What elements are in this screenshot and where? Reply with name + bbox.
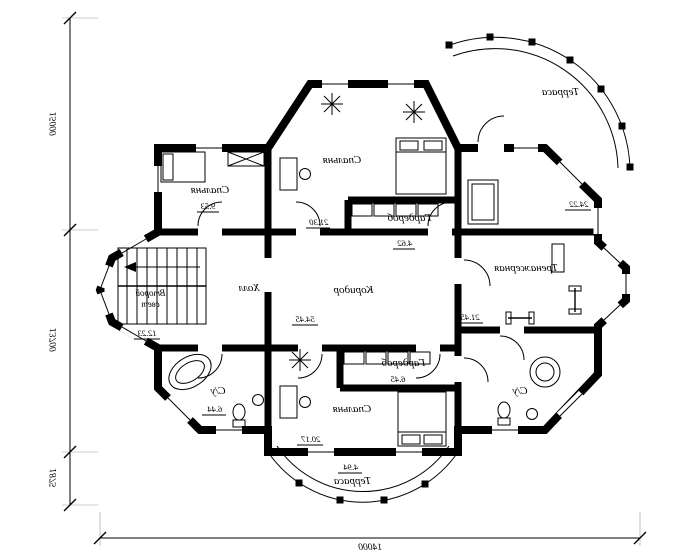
room-label-terrace-bottom: Терраса bbox=[333, 475, 371, 487]
dimension-extensions bbox=[62, 17, 641, 546]
desk-icon bbox=[279, 385, 311, 419]
door-swing-arcs bbox=[197, 115, 525, 383]
room-label-bedroom-bottom: Спальня bbox=[333, 403, 372, 415]
barbell-icon bbox=[568, 285, 582, 315]
room-label-bedroom-top: Спальня bbox=[323, 154, 362, 166]
terrace-bottom-colonnade bbox=[267, 445, 459, 504]
area-bedroom-top: 21.30 bbox=[308, 217, 328, 227]
column-icons bbox=[295, 479, 429, 504]
exercise-bench-icon bbox=[551, 243, 565, 273]
dimension-labels: 15000 13700 1875 14000 bbox=[49, 112, 382, 553]
dim-horizontal-bottom: 14000 bbox=[358, 543, 382, 553]
staircase-icon bbox=[117, 247, 207, 325]
area-bath-left: 6.44 bbox=[207, 404, 223, 414]
plant-icon bbox=[403, 101, 425, 123]
wardrobe-icon bbox=[227, 151, 265, 167]
toilet-icon bbox=[497, 401, 511, 426]
bathtub-icon bbox=[168, 353, 212, 391]
room-label-gym: Тренажерная bbox=[494, 262, 558, 274]
dimension-lines bbox=[63, 11, 647, 545]
bed-icon bbox=[397, 391, 447, 447]
barbell-icon bbox=[505, 311, 535, 325]
desk-icon bbox=[279, 157, 311, 191]
cabinet-icon bbox=[343, 351, 431, 365]
area-right-top-room: 24.22 bbox=[568, 199, 588, 209]
sink-icon bbox=[526, 408, 538, 420]
bed-icon bbox=[160, 151, 206, 183]
column-icons bbox=[445, 33, 634, 171]
area-gym: 21.45 bbox=[460, 312, 479, 322]
toilet-icon bbox=[232, 403, 246, 428]
room-label-void-line1: Второй bbox=[135, 288, 166, 298]
plant-icon bbox=[321, 93, 343, 115]
room-labels: Терраса Спальня Спальня Гардероб Холл Вт… bbox=[135, 86, 579, 487]
area-wardrobe-top: 4.62 bbox=[397, 238, 413, 248]
room-label-bedroom-left: Спальня bbox=[191, 184, 230, 196]
bed-icon bbox=[395, 137, 447, 195]
room-label-wardrobe-top: Гардероб bbox=[387, 212, 432, 224]
dim-vertical-top: 15000 bbox=[49, 112, 59, 136]
furniture bbox=[160, 93, 582, 447]
area-bedroom-bottom: 20.17 bbox=[300, 434, 320, 444]
room-label-bath-left: С/у bbox=[210, 385, 225, 397]
room-label-wardrobe-bottom: Гардероб bbox=[381, 357, 426, 369]
area-corridor: 54.45 bbox=[295, 314, 314, 324]
room-label-terrace-top: Терраса bbox=[541, 86, 579, 98]
room-label-bath-right: С/у bbox=[512, 385, 527, 397]
dim-vertical-middle: 13700 bbox=[49, 328, 59, 352]
door-openings bbox=[198, 142, 524, 382]
plant-icon bbox=[289, 349, 311, 371]
area-bedroom-left: 9.53 bbox=[201, 201, 216, 211]
room-label-void-line2: свет bbox=[141, 299, 160, 309]
billiard-table-icon bbox=[467, 179, 499, 225]
sink-icon bbox=[252, 394, 264, 406]
area-terrace-bottom: 4.94 bbox=[343, 462, 359, 472]
area-hall: 12.23 bbox=[137, 328, 156, 338]
room-label-corridor: Коридор bbox=[333, 284, 374, 296]
area-labels: 21.30 9.53 4.62 12.23 54.45 21.45 24.22 … bbox=[134, 199, 591, 474]
shower-icon bbox=[529, 356, 561, 388]
room-label-hall: Холл bbox=[238, 282, 261, 294]
terrace-top-colonnade bbox=[445, 33, 634, 171]
dim-vertical-bottom: 1875 bbox=[49, 468, 59, 487]
cabinet-icon bbox=[351, 203, 439, 217]
area-wardrobe-bottom: 6.45 bbox=[391, 374, 406, 384]
windows bbox=[96, 79, 631, 457]
